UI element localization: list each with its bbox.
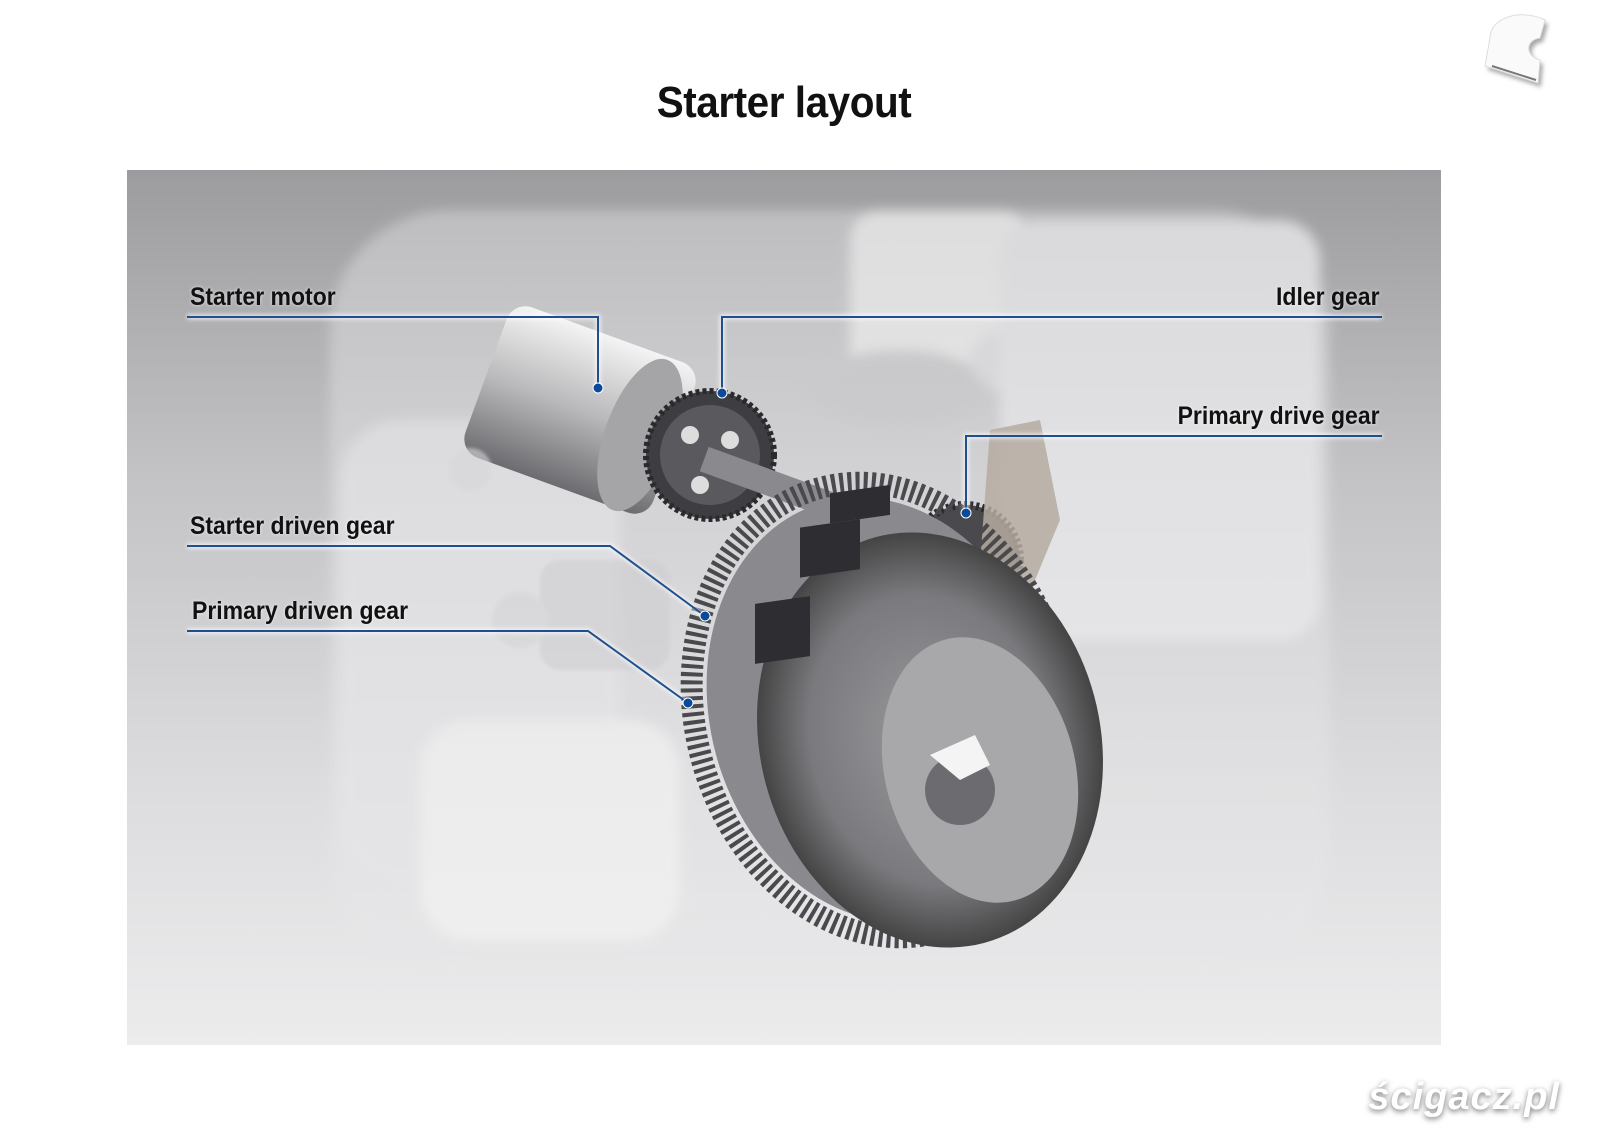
- clutch-basket-shape: [755, 484, 1103, 948]
- leader-lines: [187, 314, 1382, 706]
- diagram-title: Starter layout: [656, 78, 912, 127]
- marker-dot-primary-drive-gear: [960, 507, 972, 519]
- leader-line-primary-driven-gear: [187, 630, 689, 704]
- label-starter-motor: Starter motor: [190, 283, 336, 311]
- label-idler-gear: Idler gear: [1276, 283, 1380, 311]
- marker-dot-starter-motor: [592, 382, 604, 394]
- starter-motor-shape: [464, 306, 696, 514]
- leader-line-starter-driven-gear: [187, 545, 706, 617]
- marker-dot-starter-driven-gear: [699, 610, 711, 622]
- label-starter-driven-gear: Starter driven gear: [190, 512, 395, 540]
- marker-dot-idler-gear: [716, 387, 728, 399]
- marker-dot-primary-driven-gear: [682, 697, 694, 709]
- watermark: ścigacz.pl: [1368, 1076, 1560, 1118]
- label-primary-drive-gear: Primary drive gear: [1177, 402, 1380, 430]
- helmet-logo-icon: [1484, 14, 1548, 87]
- label-primary-driven-gear: Primary driven gear: [192, 597, 409, 625]
- leader-line-idler-gear: [721, 316, 1382, 393]
- leader-line-starter-motor: [187, 316, 599, 388]
- countershaft-gears-shape: [448, 448, 670, 670]
- leader-line-primary-drive-gear: [965, 435, 1382, 513]
